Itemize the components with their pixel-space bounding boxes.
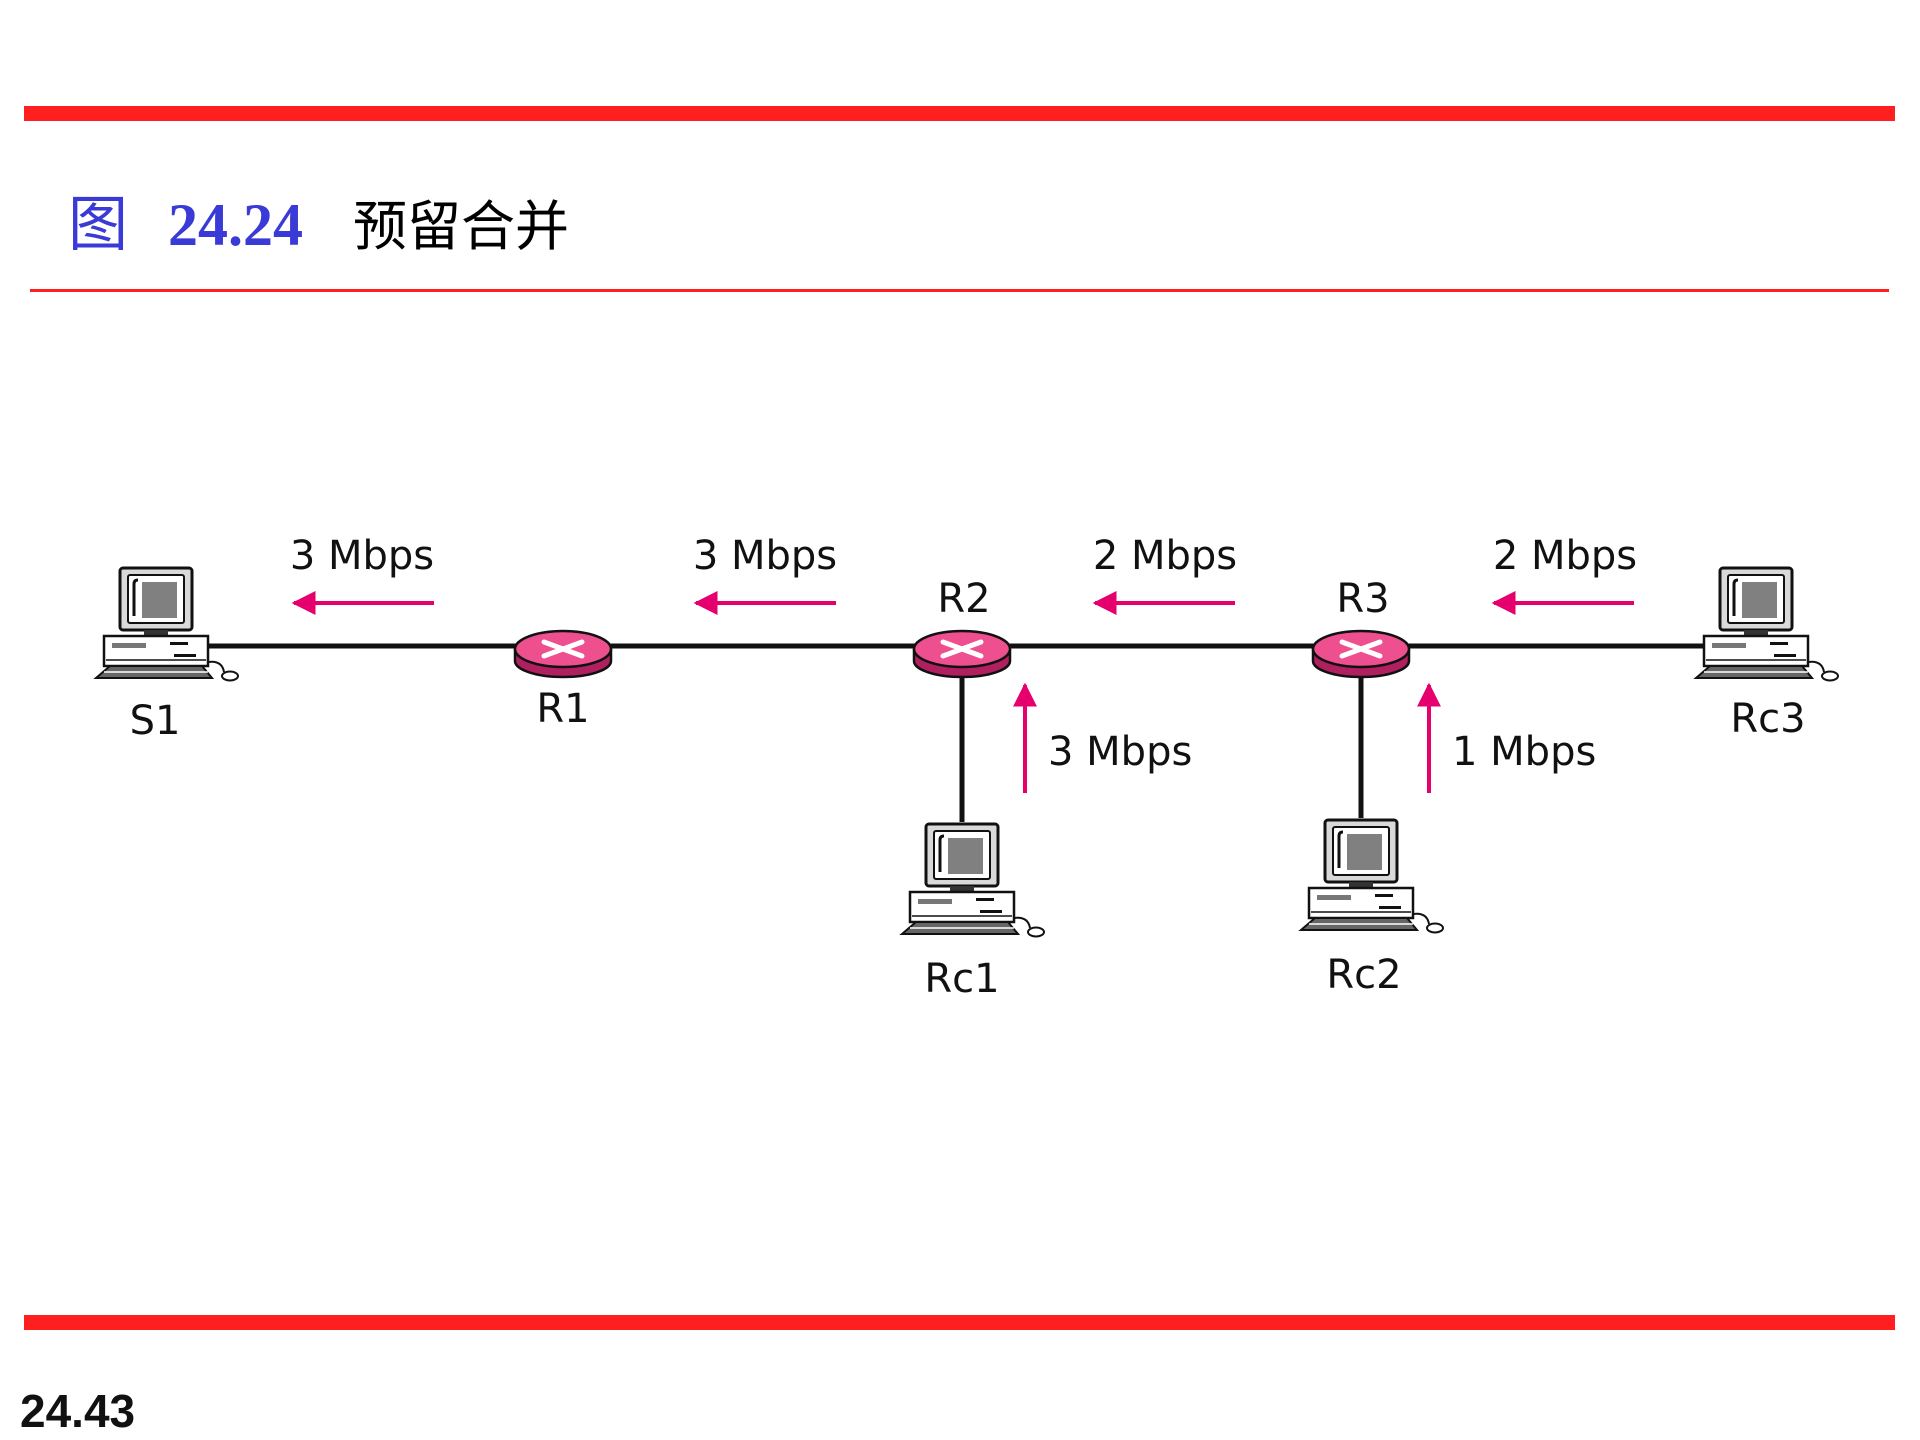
figure-caption: 预留合并 [353,195,569,258]
node-label-s1: S1 [130,698,181,744]
figure-number: 24.24 [168,192,303,258]
computer-rc3-icon [1694,566,1840,682]
page-number: 24.43 [20,1385,136,1437]
figure-label: 图 [68,190,128,260]
computer-rc1-icon [900,822,1046,938]
node-label-rc3: Rc3 [1730,696,1805,742]
computer-s1-icon [94,566,240,682]
computer-rc2-icon [1299,818,1445,934]
flow-label-s1-r1: 3 Mbps [290,533,434,579]
figure-title: 图 24.24 预留合并 [68,176,569,260]
top-red-rule [24,106,1895,121]
title-underline-rule [30,289,1889,292]
node-label-r2: R2 [937,576,990,622]
router-r2-icon [914,631,1010,677]
flow-label-rc2-r3: 1 Mbps [1452,729,1596,775]
node-label-r3: R3 [1336,576,1389,622]
flow-label-rc1-r2: 3 Mbps [1048,729,1192,775]
flow-label-r2-r3: 2 Mbps [1093,533,1237,579]
bottom-red-rule [24,1315,1895,1330]
node-label-rc2: Rc2 [1326,952,1401,998]
flow-label-r1-r2: 3 Mbps [693,533,837,579]
router-r3-icon [1313,631,1409,677]
node-label-r1: R1 [536,686,589,732]
node-label-rc1: Rc1 [924,956,999,1002]
router-r1-icon [515,631,611,677]
flow-label-r3-rc3: 2 Mbps [1493,533,1637,579]
